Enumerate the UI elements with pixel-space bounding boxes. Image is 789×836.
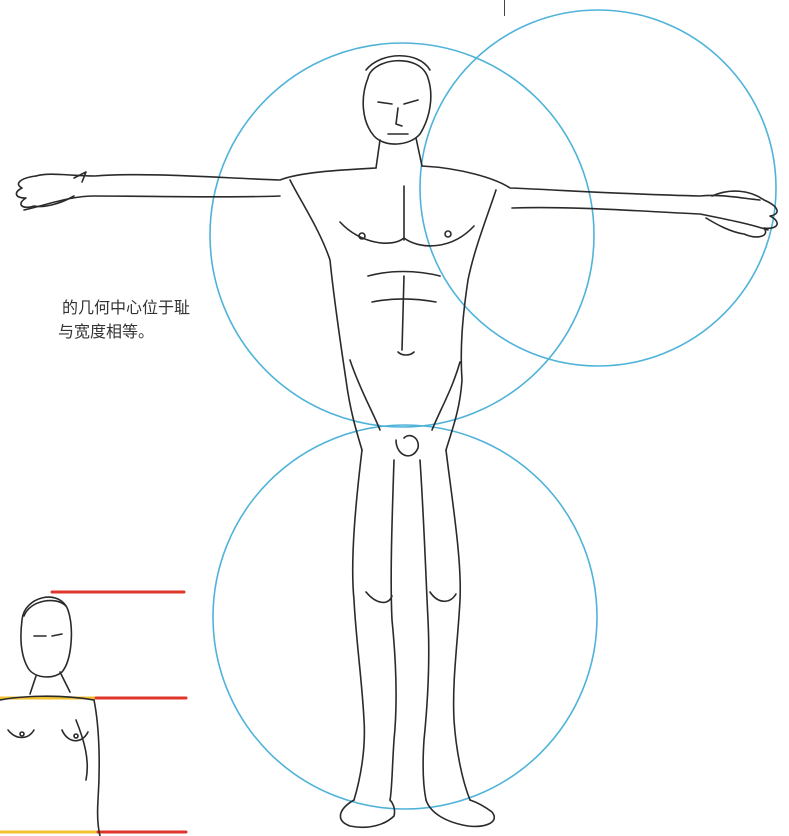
- male-figure-sketch: [16, 56, 777, 828]
- legs-circle: [213, 425, 597, 809]
- proportion-circles: [210, 10, 776, 809]
- inset-proportion-sketch: [0, 592, 186, 836]
- chest-circle: [210, 43, 594, 427]
- shoulder-circle: [420, 10, 776, 366]
- female-torso-sketch: [0, 597, 100, 836]
